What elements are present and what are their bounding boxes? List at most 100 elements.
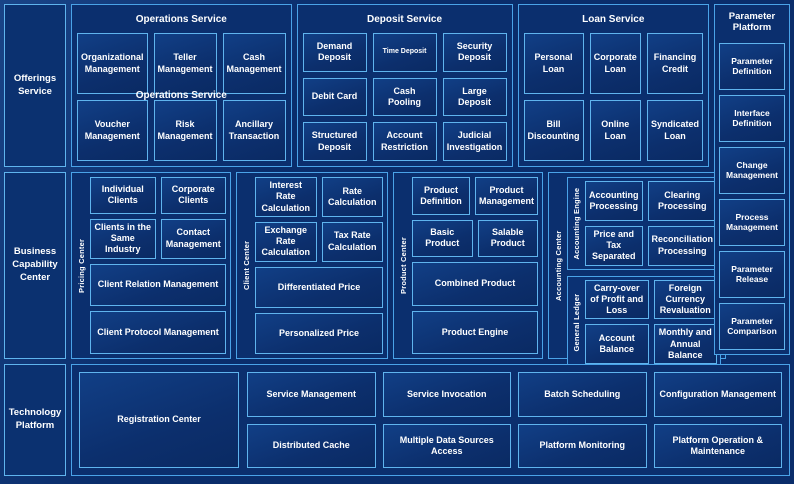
group-product-center[interactable]: Product Center Product Definition Produc… [393,172,543,359]
capability-cell[interactable]: Parameter Release [719,250,785,298]
capability-cell[interactable]: Individual Clients [90,177,156,214]
capability-cell[interactable]: Demand Deposit [302,33,367,72]
group-label-product-center: Product Center [399,237,408,294]
group-deposit-service[interactable]: Deposit Service Demand Deposit Time Depo… [296,4,513,167]
capability-cell[interactable]: Platform Monitoring [518,423,647,468]
rail-business-capability-center: Business Capability Center [4,172,66,359]
capability-cell[interactable]: Ancillary Transaction [222,100,286,161]
pricing-center-row: Clients in the Same Industry Contact Man… [90,218,226,259]
pricing-center-row: Individual Clients Corporate Clients [90,177,226,214]
group-operations-service[interactable]: Operations Service Organizational Manage… [71,4,292,167]
business-capability-center-band: Business Capability Center Pricing Cente… [4,172,790,368]
capability-cell[interactable]: Product Definition [412,177,470,215]
capability-cell[interactable]: Judicial Investigation [442,122,507,161]
general-ledger-grid: Carry-over of Profit and Loss Foreign Cu… [585,279,718,364]
capability-cell[interactable]: Interest Rate Calculation [255,177,317,217]
capability-cell[interactable]: Client Relation Management [90,263,226,307]
capability-cell[interactable]: Online Loan [589,100,641,161]
capability-cell[interactable]: Voucher Management [77,100,148,161]
group-title-loan-service: Loan Service [582,14,645,25]
subgroup-label-accounting-engine: Accounting Engine [572,187,581,260]
group-technology-platform[interactable]: Registration Center Service Management S… [71,364,790,476]
technology-platform-band: Technology Platform Registration Center … [4,364,790,476]
capability-cell[interactable]: Price and Tax Separated [585,225,643,266]
product-center-body: Product Definition Product Management Ba… [412,177,538,354]
capability-cell[interactable]: Accounting Processing [585,181,643,221]
capability-cell[interactable]: Batch Scheduling [518,372,647,417]
capability-cell[interactable]: Structured Deposit [302,122,367,161]
capability-cell[interactable]: Contact Management [160,218,226,259]
offerings-service-band: Offerings Service Operations Service Org… [4,4,790,167]
capability-cell[interactable]: Platform Operation & Maintenance [653,423,782,468]
group-parameter-platform[interactable]: Parameter Platform Parameter Definition … [714,4,790,355]
capability-cell[interactable]: Distributed Cache [247,423,376,468]
group-title-deposit-service: Deposit Service [367,14,443,25]
technology-platform-grid: Service Management Service Invocation Ba… [247,372,782,468]
loan-service-grid: Personal Loan Corporate Loan Financing C… [523,33,703,161]
capability-cell[interactable]: Security Deposit [442,33,507,72]
capability-cell[interactable]: Bill Discounting [523,100,584,161]
group-label-client-center: Client Center [242,240,251,291]
capability-cell[interactable]: Clearing Processing [647,181,718,221]
capability-cell[interactable]: Organizational Management [77,33,148,94]
capability-cell[interactable]: Cash Pooling [372,77,437,117]
capability-cell[interactable]: Change Management [719,146,785,194]
capability-cell[interactable]: Differentiated Price [255,266,383,308]
capability-cell[interactable]: Monthly and Annual Balance [653,324,718,364]
deposit-service-grid: Demand Deposit Time Deposit Security Dep… [302,33,507,161]
group-title-parameter-platform: Parameter Platform [728,11,776,34]
capability-cell[interactable]: Reconciliation Processing [647,225,718,266]
capability-cell[interactable]: Service Management [247,372,376,417]
capability-cell[interactable]: Product Management [475,177,538,215]
capability-cell[interactable]: Basic Product [412,219,473,257]
group-loan-service[interactable]: Loan Service Personal Loan Corporate Loa… [517,4,709,167]
capability-cell[interactable]: Combined Product [412,262,538,306]
capability-cell[interactable]: Multiple Data Sources Access [382,423,511,468]
capability-cell[interactable]: Product Engine [412,310,538,354]
client-center-row: Exchange Rate Calculation Tax Rate Calcu… [255,221,383,262]
capability-cell[interactable]: Salable Product [477,219,538,257]
capability-cell[interactable]: Foreign Currency Revaluation [653,279,718,320]
capability-cell[interactable]: Account Balance [585,324,649,364]
capability-cell[interactable]: Process Management [719,198,785,246]
capability-cell[interactable]: Corporate Clients [160,177,226,214]
capability-cell[interactable]: Parameter Definition [719,42,785,90]
subgroup-accounting-engine[interactable]: Accounting Engine Accounting Processing … [567,177,722,270]
operations-service-grid: Organizational Management Teller Managem… [77,33,286,161]
group-label-accounting-center: Accounting Center [554,230,563,301]
capability-cell[interactable]: Service Invocation [382,372,511,417]
capability-cell[interactable]: Personal Loan [523,33,584,94]
capability-cell[interactable]: Client Protocol Management [90,311,226,354]
capability-cell[interactable]: Corporate Loan [589,33,641,94]
subgroup-label-general-ledger: General Ledger [572,292,581,351]
capability-cell[interactable]: Debit Card [302,77,367,117]
rail-offerings-service: Offerings Service [4,4,66,167]
capability-cell[interactable]: Interface Definition [719,94,785,142]
group-client-center[interactable]: Client Center Interest Rate Calculation … [236,172,388,359]
capability-cell[interactable]: Account Restriction [372,122,437,161]
capability-cell[interactable]: Clients in the Same Industry [90,218,156,259]
capability-cell[interactable]: Cash Management [222,33,286,94]
capability-cell[interactable]: Exchange Rate Calculation [255,221,317,262]
group-pricing-center[interactable]: Pricing Center Individual Clients Corpor… [71,172,231,359]
product-center-row: Product Definition Product Management [412,177,538,215]
product-center-row: Basic Product Salable Product [412,219,538,257]
capability-cell[interactable]: Time Deposit [372,33,437,72]
capability-cell[interactable]: Parameter Comparison [719,302,785,350]
capability-cell[interactable]: Configuration Management [653,372,782,417]
capability-cell[interactable]: Personalized Price [255,312,383,354]
client-center-row: Interest Rate Calculation Rate Calculati… [255,177,383,217]
capability-cell[interactable]: Tax Rate Calculation [321,221,383,262]
capability-cell[interactable]: Risk Management [153,100,217,161]
group-accounting-center[interactable]: Accounting Center Accounting Engine Acco… [548,172,727,368]
capability-cell[interactable]: Syndicated Loan [646,100,703,161]
capability-cell[interactable]: Large Deposit [442,77,507,117]
capability-cell-registration-center[interactable]: Registration Center [79,372,239,468]
group-title-operations-service: Operations Service [135,14,227,25]
capability-cell[interactable]: Rate Calculation [321,177,383,217]
capability-cell[interactable]: Financing Credit [646,33,703,94]
subgroup-general-ledger[interactable]: General Ledger Carry-over of Profit and … [567,275,722,368]
capability-cell[interactable]: Carry-over of Profit and Loss [585,279,649,320]
capability-cell[interactable]: Teller Management [153,33,217,94]
